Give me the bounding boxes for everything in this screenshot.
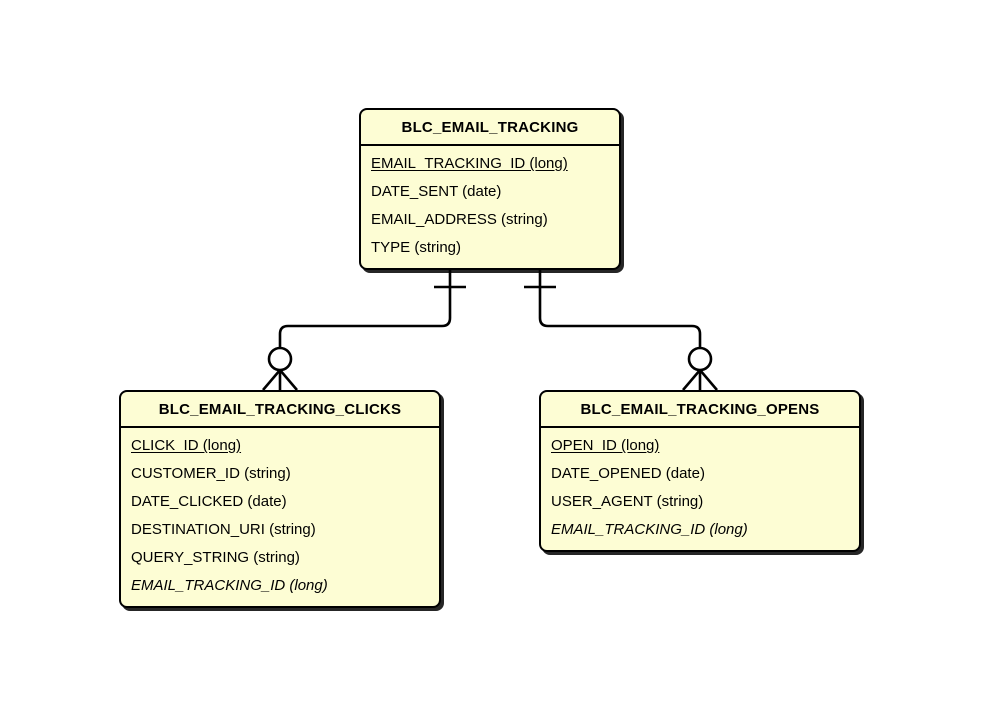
attribute-row: DESTINATION_URI (string) [131,521,316,538]
attribute-row: EMAIL_TRACKING_ID (long) [371,155,568,172]
attribute-row: TYPE (string) [371,239,462,256]
attribute-row: DATE_OPENED (date) [551,465,705,482]
entity-title: BLC_EMAIL_TRACKING_OPENS [541,392,859,428]
entity-blc-email-tracking-clicks[interactable]: BLC_EMAIL_TRACKING_CLICKS CLICK_ID (long… [119,390,441,608]
attribute-row: CUSTOMER_ID (string) [131,465,291,482]
connector-tracking-to-opens [524,267,718,391]
attribute-row: EMAIL_TRACKING_ID (long) [551,521,748,538]
crowsfoot-clicks-right [279,369,298,391]
attribute-row: QUERY_STRING (string) [131,549,300,566]
attribute-list: OPEN_ID (long) DATE_OPENED (date) USER_A… [541,428,859,550]
attribute-row: DATE_SENT (date) [371,183,502,200]
crowsfoot-opens-left [682,369,701,391]
attribute-row: EMAIL_TRACKING_ID (long) [131,577,328,594]
crowsfoot-clicks-left [262,369,281,391]
attribute-list: CLICK_ID (long) CUSTOMER_ID (string) DAT… [121,428,439,606]
attribute-row: EMAIL_ADDRESS (string) [371,211,548,228]
attribute-row: USER_AGENT (string) [551,493,704,510]
entity-title: BLC_EMAIL_TRACKING [361,110,619,146]
connector-tracking-to-clicks [262,267,466,391]
cardinality-zero-circle-clicks [267,346,293,372]
entity-title: BLC_EMAIL_TRACKING_CLICKS [121,392,439,428]
attribute-row: CLICK_ID (long) [131,437,242,454]
attribute-row: DATE_CLICKED (date) [131,493,287,510]
attribute-row: OPEN_ID (long) [551,437,660,454]
crowsfoot-opens-right [699,369,718,391]
entity-blc-email-tracking-opens[interactable]: BLC_EMAIL_TRACKING_OPENS OPEN_ID (long) … [539,390,861,552]
attribute-list: EMAIL_TRACKING_ID (long) DATE_SENT (date… [361,146,619,268]
entity-blc-email-tracking[interactable]: BLC_EMAIL_TRACKING EMAIL_TRACKING_ID (lo… [359,108,621,270]
cardinality-zero-circle-opens [687,346,713,372]
